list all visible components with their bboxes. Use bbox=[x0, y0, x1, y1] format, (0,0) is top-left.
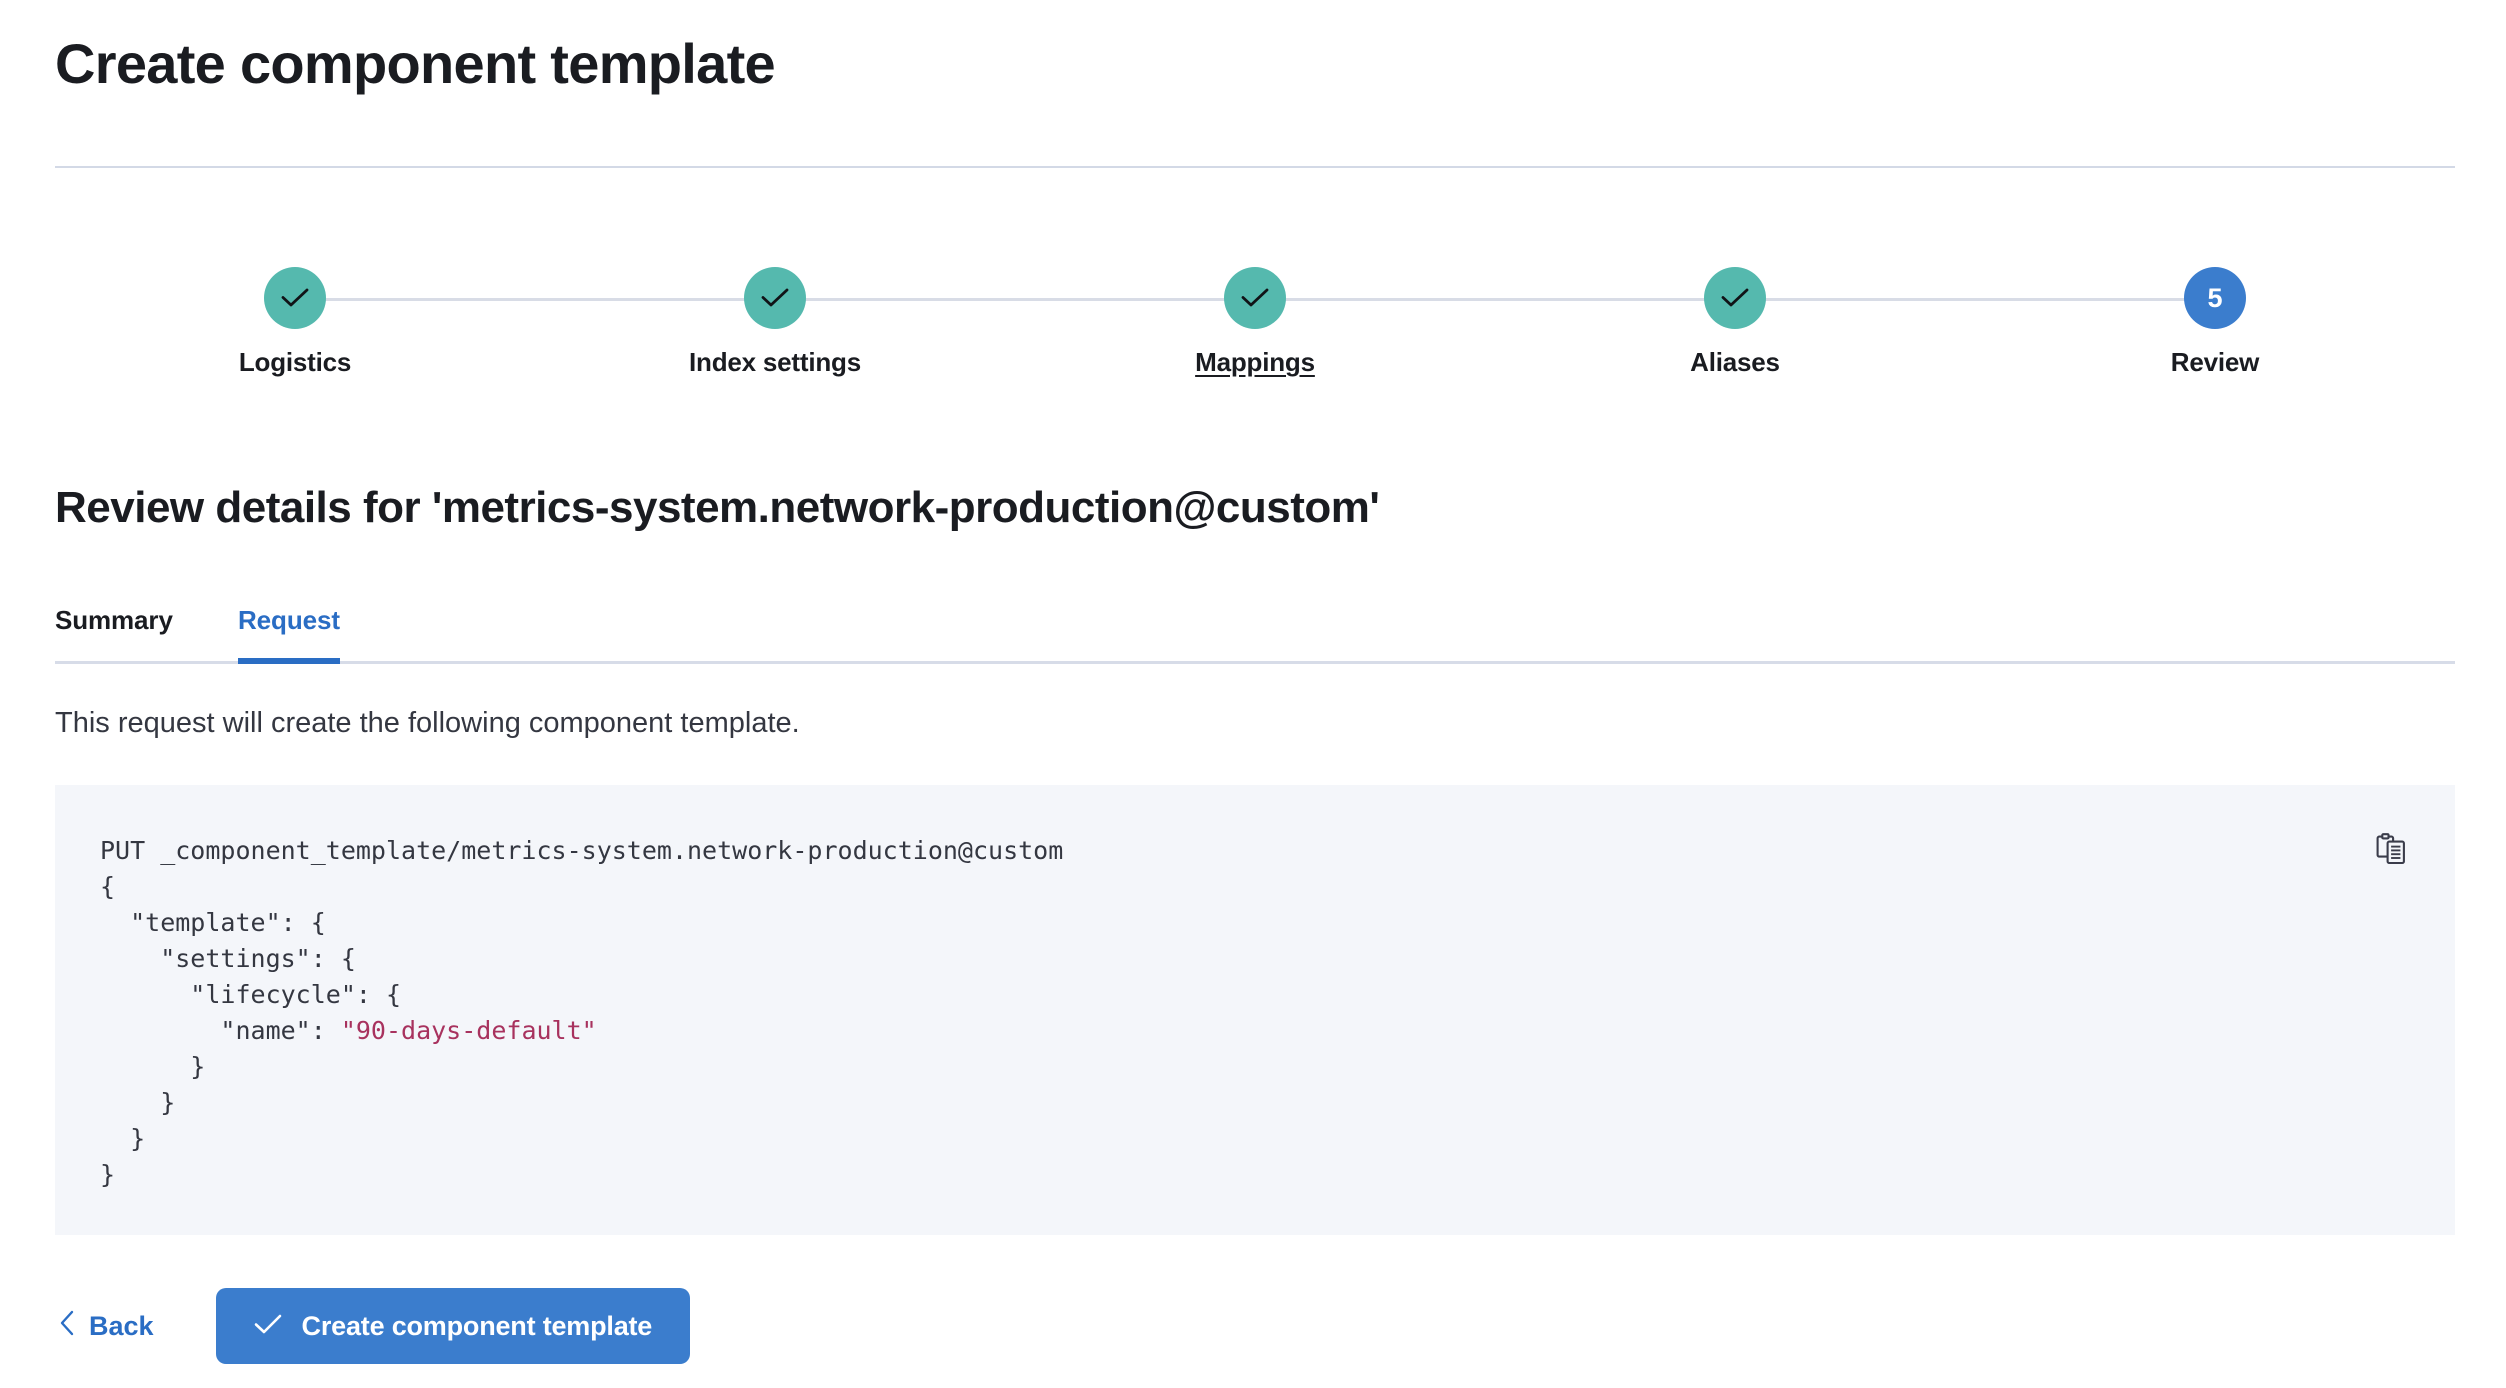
step-number: 5 bbox=[2207, 282, 2223, 313]
request-code-panel: PUT _component_template/metrics-system.n… bbox=[55, 785, 2455, 1235]
tabs-underline bbox=[55, 661, 2455, 664]
code-line: "template": { bbox=[100, 908, 326, 937]
clipboard-copy-icon[interactable] bbox=[2369, 827, 2413, 871]
step-number-badge: 5 bbox=[2184, 267, 2246, 329]
step-label[interactable]: Review bbox=[2170, 347, 2260, 377]
step-complete-check-icon bbox=[1224, 267, 1286, 329]
step-label[interactable]: Index settings bbox=[688, 347, 861, 377]
create-component-template-button[interactable]: Create component template bbox=[215, 1288, 691, 1364]
page-title: Create component template bbox=[55, 32, 776, 95]
step-label[interactable]: Mappings bbox=[1195, 347, 1315, 377]
code-line: { bbox=[100, 872, 116, 901]
check-icon bbox=[1720, 286, 1750, 310]
code-line: PUT _component_template/metrics-system.n… bbox=[100, 836, 1064, 865]
tab-summary[interactable]: Summary bbox=[55, 605, 173, 635]
code-token: "name": bbox=[100, 1016, 341, 1045]
code-line: } bbox=[100, 1088, 176, 1117]
step-label[interactable]: Aliases bbox=[1690, 347, 1780, 377]
check-icon bbox=[1240, 286, 1270, 310]
code-line: "lifecycle": { bbox=[100, 980, 402, 1009]
wizard-footer: Back Create component template bbox=[55, 1288, 691, 1364]
detail-tabs: Summary Request bbox=[55, 595, 2455, 665]
step-complete-check-icon bbox=[264, 267, 326, 329]
stepper-step-index-settings[interactable]: Index settings bbox=[675, 240, 875, 378]
code-string-token: "90-days-default" bbox=[340, 1016, 597, 1045]
stepper-step-logistics[interactable]: Logistics bbox=[195, 240, 395, 378]
step-complete-check-icon bbox=[744, 267, 806, 329]
create-component-template-label: Create component template bbox=[301, 1310, 653, 1341]
check-icon bbox=[760, 286, 790, 310]
check-icon bbox=[280, 286, 310, 310]
step-label[interactable]: Logistics bbox=[238, 347, 352, 377]
review-heading: Review details for 'metrics-system.netwo… bbox=[55, 483, 1380, 532]
request-code-body: PUT _component_template/metrics-system.n… bbox=[100, 833, 1063, 1193]
request-description: This request will create the following c… bbox=[55, 707, 800, 739]
chevron-left-icon bbox=[59, 1310, 75, 1343]
back-button-label: Back bbox=[89, 1310, 154, 1341]
code-line: "name": "90-days-default" bbox=[100, 1013, 1063, 1049]
back-button[interactable]: Back bbox=[55, 1300, 158, 1353]
code-line: "settings": { bbox=[100, 944, 356, 973]
step-complete-check-icon bbox=[1704, 267, 1766, 329]
tab-request[interactable]: Request bbox=[238, 595, 340, 664]
stepper-step-aliases[interactable]: Aliases bbox=[1635, 240, 1835, 378]
stepper-step-mappings[interactable]: Mappings bbox=[1155, 240, 1355, 378]
code-line: } bbox=[100, 1052, 206, 1081]
check-icon bbox=[254, 1311, 282, 1342]
code-line: } bbox=[100, 1160, 116, 1189]
title-divider bbox=[55, 166, 2455, 168]
code-line: } bbox=[100, 1124, 146, 1153]
